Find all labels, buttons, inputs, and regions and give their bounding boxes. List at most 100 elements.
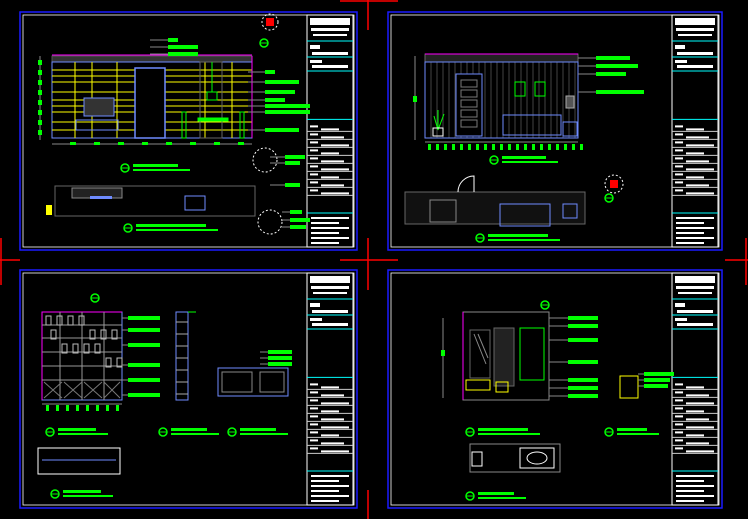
title-text [311, 227, 349, 229]
cornice [51, 55, 253, 63]
title-text [675, 447, 683, 450]
title-text [675, 407, 683, 410]
dimension-text [38, 60, 42, 65]
annotation-label [265, 128, 299, 132]
title-text [676, 286, 714, 289]
book [78, 315, 85, 326]
wall-elevation [424, 61, 579, 139]
dimension-text [38, 120, 42, 125]
title-text [310, 181, 318, 184]
title-logo [675, 276, 715, 283]
shower-cabinet [519, 327, 545, 381]
title-text [686, 418, 709, 421]
title-text [311, 28, 349, 31]
annotation-label [568, 338, 598, 342]
title-text [675, 133, 683, 136]
annotation-label [128, 363, 160, 367]
dimension-text [238, 142, 244, 145]
door-opening [134, 67, 166, 139]
book [83, 343, 90, 354]
title-text [321, 386, 339, 389]
drawing-title [133, 164, 178, 167]
annotation-label [268, 362, 292, 366]
title-text [675, 318, 687, 321]
dimension-text [94, 142, 100, 145]
drawing-title-underline [136, 229, 218, 231]
index-symbol [261, 13, 279, 31]
sheet-inner-border [390, 14, 720, 248]
title-text [686, 386, 704, 389]
title-text [676, 485, 714, 487]
sheet-top-right[interactable] [387, 11, 723, 251]
cornice [424, 53, 579, 63]
title-logo [675, 18, 715, 25]
title-text [686, 426, 714, 429]
title-text [675, 391, 683, 394]
dimension-tick [436, 144, 439, 150]
dimension-tick [444, 144, 447, 150]
dimension-tick [460, 144, 463, 150]
title-text [676, 490, 704, 492]
annotation-label [568, 378, 598, 382]
plant-pot [432, 127, 444, 137]
plan-toilet [471, 451, 483, 467]
dimension-text [166, 142, 172, 145]
title-text [310, 125, 318, 128]
annotation-label [265, 90, 295, 94]
title-text [675, 303, 685, 307]
title-text [675, 439, 683, 442]
drawing-title-underline [240, 433, 288, 435]
title-text [676, 480, 704, 482]
book [94, 343, 101, 354]
title-text [321, 434, 339, 437]
title-text [310, 133, 318, 136]
dining-table [197, 117, 229, 122]
door-panel [460, 119, 478, 128]
title-text [311, 237, 349, 239]
drawing-title-underline [133, 169, 190, 171]
book [50, 329, 57, 340]
annotation-label [596, 72, 626, 76]
title-text [321, 442, 344, 445]
plan-bathtub [519, 447, 555, 469]
annotation-label [290, 225, 306, 229]
dimension-tick [76, 405, 79, 411]
title-text [686, 192, 714, 195]
index-symbol [604, 174, 624, 194]
sheet-bottom-left[interactable] [19, 269, 358, 509]
title-text [675, 157, 683, 160]
plan-plant [429, 199, 457, 223]
dimension-text [38, 110, 42, 115]
sheet-inner-border [22, 272, 355, 506]
annotation-label [265, 80, 299, 84]
annotation-label [128, 378, 160, 382]
title-text [311, 485, 349, 487]
sheet-top-left[interactable] [19, 11, 358, 251]
dimension-tick [516, 144, 519, 150]
annotation-label [265, 98, 285, 102]
title-text [321, 394, 344, 397]
title-text [310, 189, 318, 192]
book [89, 329, 96, 340]
annotation-label [644, 378, 670, 382]
title-text [321, 136, 344, 139]
toilet [495, 381, 509, 393]
title-text [312, 323, 348, 326]
title-text [675, 45, 685, 49]
title-text [675, 173, 683, 176]
drawing-title-underline [502, 161, 558, 163]
title-text [310, 391, 318, 394]
tv-cabinet-elevation [217, 367, 289, 397]
plan-cabinet [37, 447, 121, 475]
title-text [675, 141, 683, 144]
dimension-tick [106, 405, 109, 411]
bathtub [465, 379, 491, 391]
title-text [686, 450, 714, 453]
bookcase-section [175, 311, 189, 401]
title-text [676, 500, 704, 502]
sheet-bottom-right[interactable] [387, 269, 723, 509]
plan-sofa [499, 203, 551, 227]
plan-door-swing [457, 175, 475, 193]
title-text [676, 222, 704, 224]
